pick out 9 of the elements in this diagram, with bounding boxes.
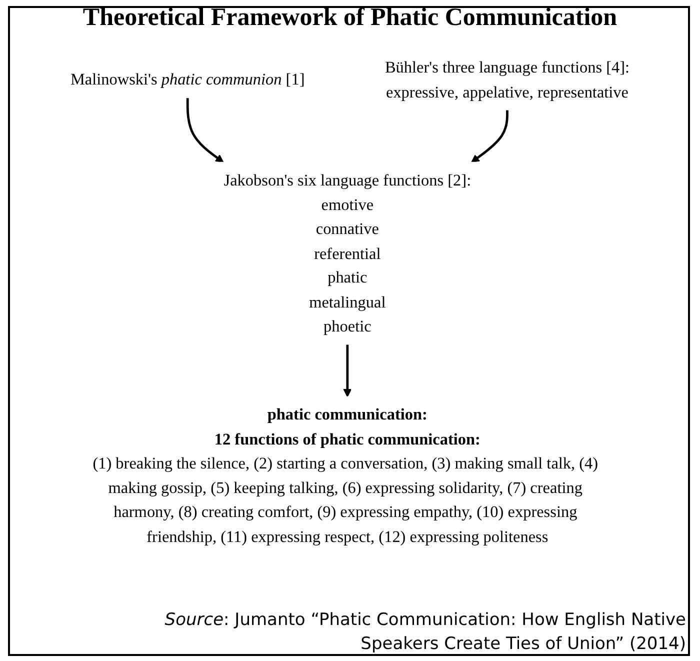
node-label: metalingual xyxy=(309,292,386,311)
node-label: emotive xyxy=(321,195,374,214)
node-label: phoetic xyxy=(324,317,372,336)
node-label: connative xyxy=(316,220,379,238)
node-label: Jakobson's six language functions [2]: xyxy=(224,170,472,190)
node-label: phatic xyxy=(328,268,368,286)
source-caption: Source: Jumanto “Phatic Communication: How English Native Speakers Create Ties of Union” (2014) xyxy=(164,608,686,656)
diagram-title: Theoretical Framework of Phatic Communication xyxy=(82,4,618,32)
node-label: referential xyxy=(314,244,381,262)
